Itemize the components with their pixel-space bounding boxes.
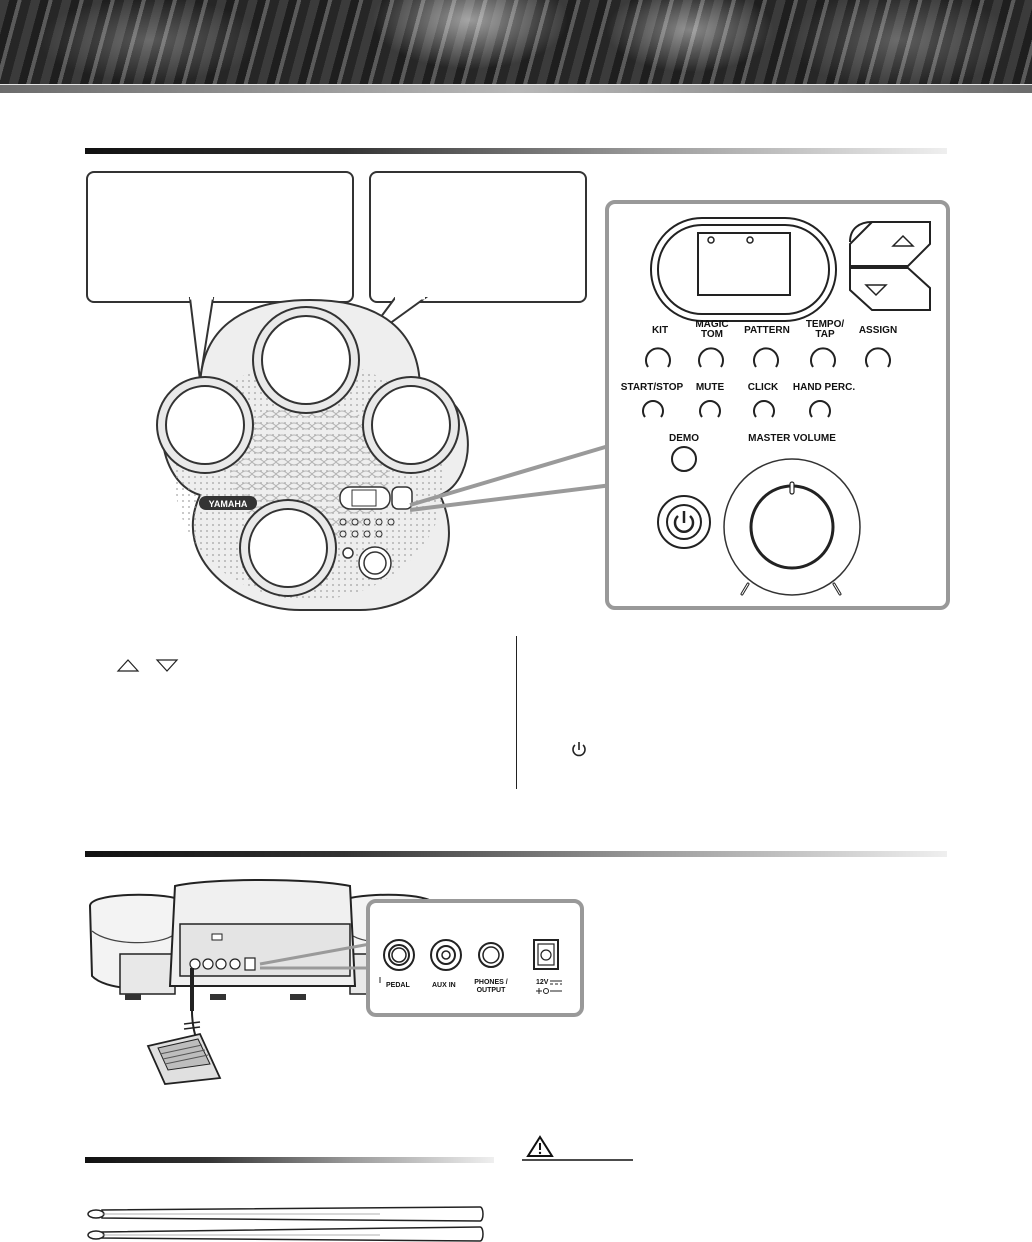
aux-in-label: AUX IN bbox=[432, 982, 456, 989]
click-label: CLICK bbox=[748, 382, 779, 393]
hand-perc-button[interactable] bbox=[809, 400, 831, 418]
phones-label-1: PHONES / bbox=[474, 979, 508, 986]
svg-text:YAMAHA: YAMAHA bbox=[209, 499, 248, 509]
section-rule-sticks bbox=[85, 1157, 494, 1163]
drum-stick-2 bbox=[87, 1226, 484, 1242]
down-arrow-icon bbox=[155, 659, 179, 672]
section-rule-middle bbox=[85, 851, 947, 857]
power-button[interactable] bbox=[657, 495, 711, 549]
master-volume-knob[interactable] bbox=[749, 484, 835, 570]
foot-pedal bbox=[146, 1032, 222, 1085]
pattern-label: PATTERN bbox=[744, 325, 790, 336]
pedal-jack[interactable] bbox=[383, 939, 415, 971]
kit-label: KIT bbox=[652, 325, 668, 336]
mute-label: MUTE bbox=[696, 382, 725, 393]
yamaha-logo: YAMAHA bbox=[199, 496, 257, 510]
up-button[interactable] bbox=[891, 234, 915, 247]
arrow-icons bbox=[116, 659, 179, 672]
dc-in-jack[interactable] bbox=[533, 939, 559, 970]
drum-pad-left bbox=[156, 376, 254, 474]
power-icon bbox=[572, 742, 586, 757]
pedal-label: PEDAL bbox=[386, 982, 410, 989]
demo-label: DEMO bbox=[669, 433, 699, 444]
drum-pad-bottom bbox=[239, 499, 337, 597]
header-banner-rule bbox=[0, 84, 1032, 93]
lcd-screen bbox=[697, 232, 791, 296]
start-stop-button[interactable] bbox=[642, 400, 664, 418]
magic-tom-button[interactable] bbox=[698, 347, 724, 368]
drum-pad-right bbox=[362, 376, 460, 474]
kit-button[interactable] bbox=[645, 347, 671, 368]
column-divider bbox=[516, 636, 517, 789]
down-arrow-icon bbox=[864, 284, 888, 297]
tempo-tap-label-1: TEMPO/ bbox=[806, 319, 845, 330]
down-button[interactable] bbox=[864, 284, 888, 297]
start-stop-label: START/STOP bbox=[621, 382, 684, 393]
rear-jacks-zoom: PEDAL AUX IN PHONES / OUTPUT 12V bbox=[366, 899, 584, 1017]
assign-label: ASSIGN bbox=[859, 325, 897, 336]
hand-perc-label: HAND PERC. bbox=[793, 382, 855, 393]
dc-in-label: 12V bbox=[536, 979, 549, 986]
callout-bubble-left bbox=[86, 171, 354, 303]
assign-button[interactable] bbox=[865, 347, 891, 368]
header-banner bbox=[0, 0, 1032, 92]
drum-stick-1 bbox=[87, 1206, 484, 1222]
aux-in-jack[interactable] bbox=[430, 939, 462, 971]
mute-button[interactable] bbox=[699, 400, 721, 418]
magic-tom-label-2: TOM bbox=[701, 329, 723, 340]
drum-sticks bbox=[87, 1206, 484, 1242]
magic-tom-label-1: MAGIC bbox=[695, 319, 728, 330]
up-arrow-icon bbox=[116, 659, 140, 672]
phones-output-jack[interactable] bbox=[478, 942, 504, 968]
tempo-tap-button[interactable] bbox=[810, 347, 836, 368]
tempo-tap-label-2: TAP bbox=[815, 329, 835, 340]
power-icon bbox=[673, 511, 695, 533]
click-button[interactable] bbox=[753, 400, 775, 418]
demo-button[interactable] bbox=[671, 446, 697, 472]
caution-heading bbox=[522, 1135, 633, 1161]
front-illustration: YAMAHA KIT MAGIC TOM PATTERN TEMPO/ TAP … bbox=[156, 200, 950, 611]
pattern-button[interactable] bbox=[753, 347, 779, 368]
master-volume-label: MASTER VOLUME bbox=[748, 433, 836, 444]
phones-label-2: OUTPUT bbox=[477, 987, 507, 994]
section-rule-top bbox=[85, 148, 947, 154]
warning-icon bbox=[526, 1135, 554, 1157]
up-arrow-icon bbox=[891, 234, 915, 247]
drum-pad-top bbox=[252, 306, 360, 414]
callout-bubble-right bbox=[369, 171, 587, 303]
